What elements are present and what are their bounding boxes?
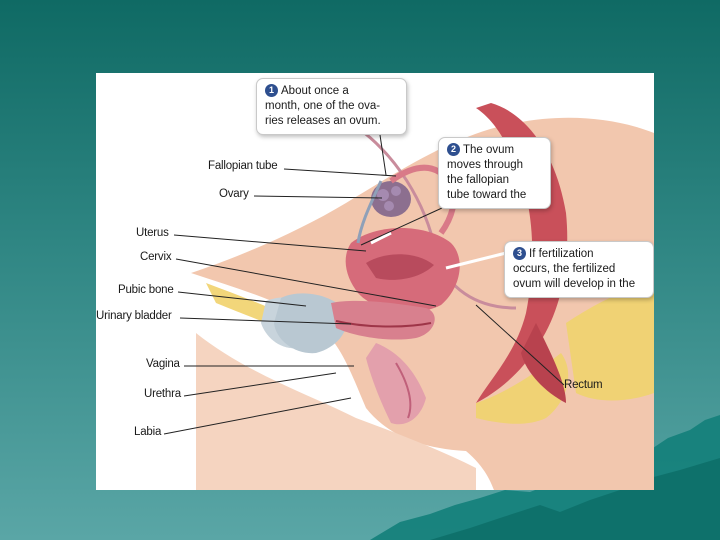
callout-3-line-2: occurs, the fertilized [513,263,615,275]
callout-2-line-1: The ovum [463,144,514,156]
label-rectum: Rectum [564,379,602,391]
callout-1-line-1: About once a [281,85,349,97]
step-1-badge: 1 [265,84,278,97]
label-fallopian-tube: Fallopian tube [208,160,277,172]
callout-2-line-3: the fallopian [447,174,509,186]
callout-3-line-3: ovum will develop in the [513,278,635,290]
label-cervix: Cervix [140,251,171,263]
callout-2-line-2: moves through [447,159,523,171]
label-ovary: Ovary [219,188,249,200]
label-vagina: Vagina [146,358,180,370]
callout-1-line-3: ries releases an ovum. [265,115,381,127]
anatomy-figure: Fallopian tube Ovary Uterus Cervix Pubic… [96,73,654,490]
callout-2-line-4: tube toward the [447,189,526,201]
label-urethra: Urethra [144,388,181,400]
callout-3-line-1: If fertilization [529,248,594,260]
callout-1-line-2: month, one of the ova- [265,100,380,112]
label-urinary-bladder: Urinary bladder [96,310,172,322]
label-pubic-bone: Pubic bone [118,284,174,296]
step-3-badge: 3 [513,247,526,260]
step-2-badge: 2 [447,143,460,156]
label-labia: Labia [134,426,161,438]
label-uterus: Uterus [136,227,169,239]
